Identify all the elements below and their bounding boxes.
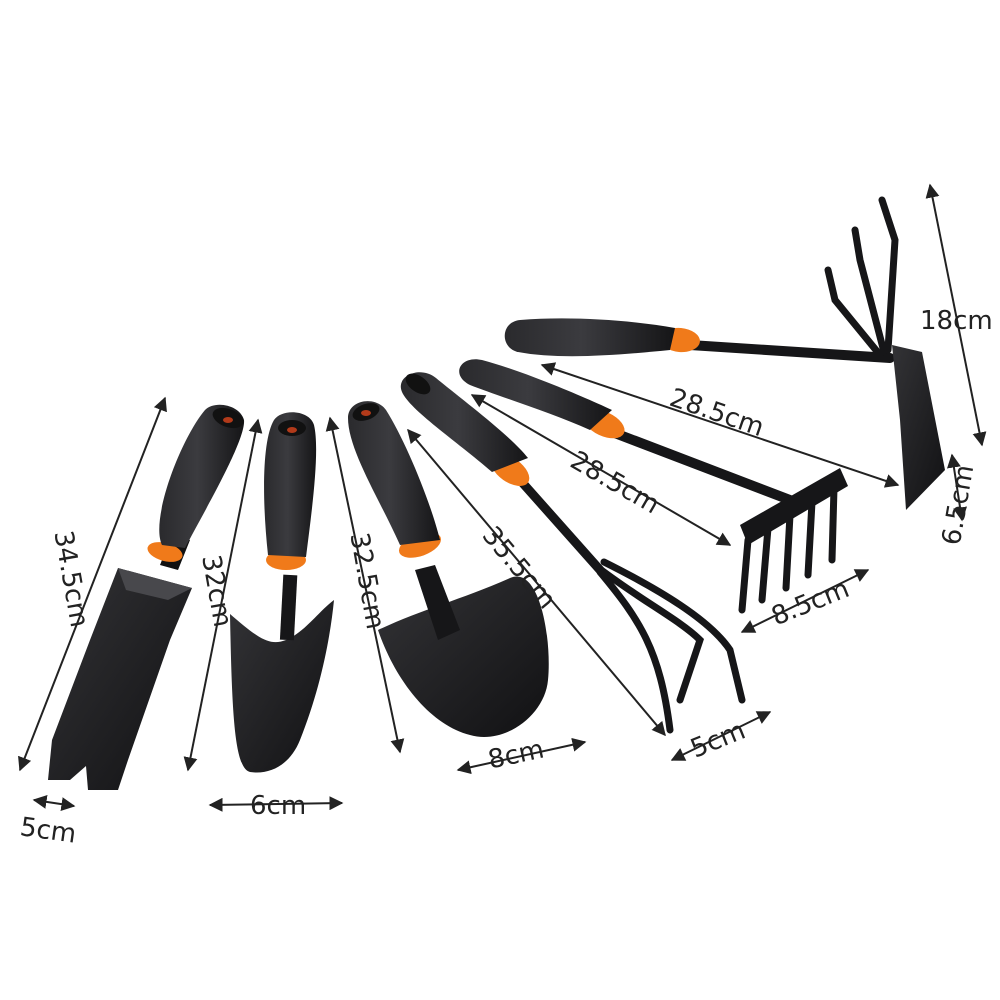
hoe-fork	[504, 196, 945, 510]
hoe-icon	[892, 345, 945, 510]
small-trowel	[230, 412, 334, 773]
hoe-height-label: 18cm	[920, 306, 993, 336]
small-trowel-width-label: 6cm	[250, 791, 307, 821]
shovel-icon	[378, 576, 549, 737]
transplanter-width-label: 5cm	[18, 812, 78, 850]
dimension-arrows	[18, 183, 987, 812]
cultivator-icon	[515, 475, 605, 575]
